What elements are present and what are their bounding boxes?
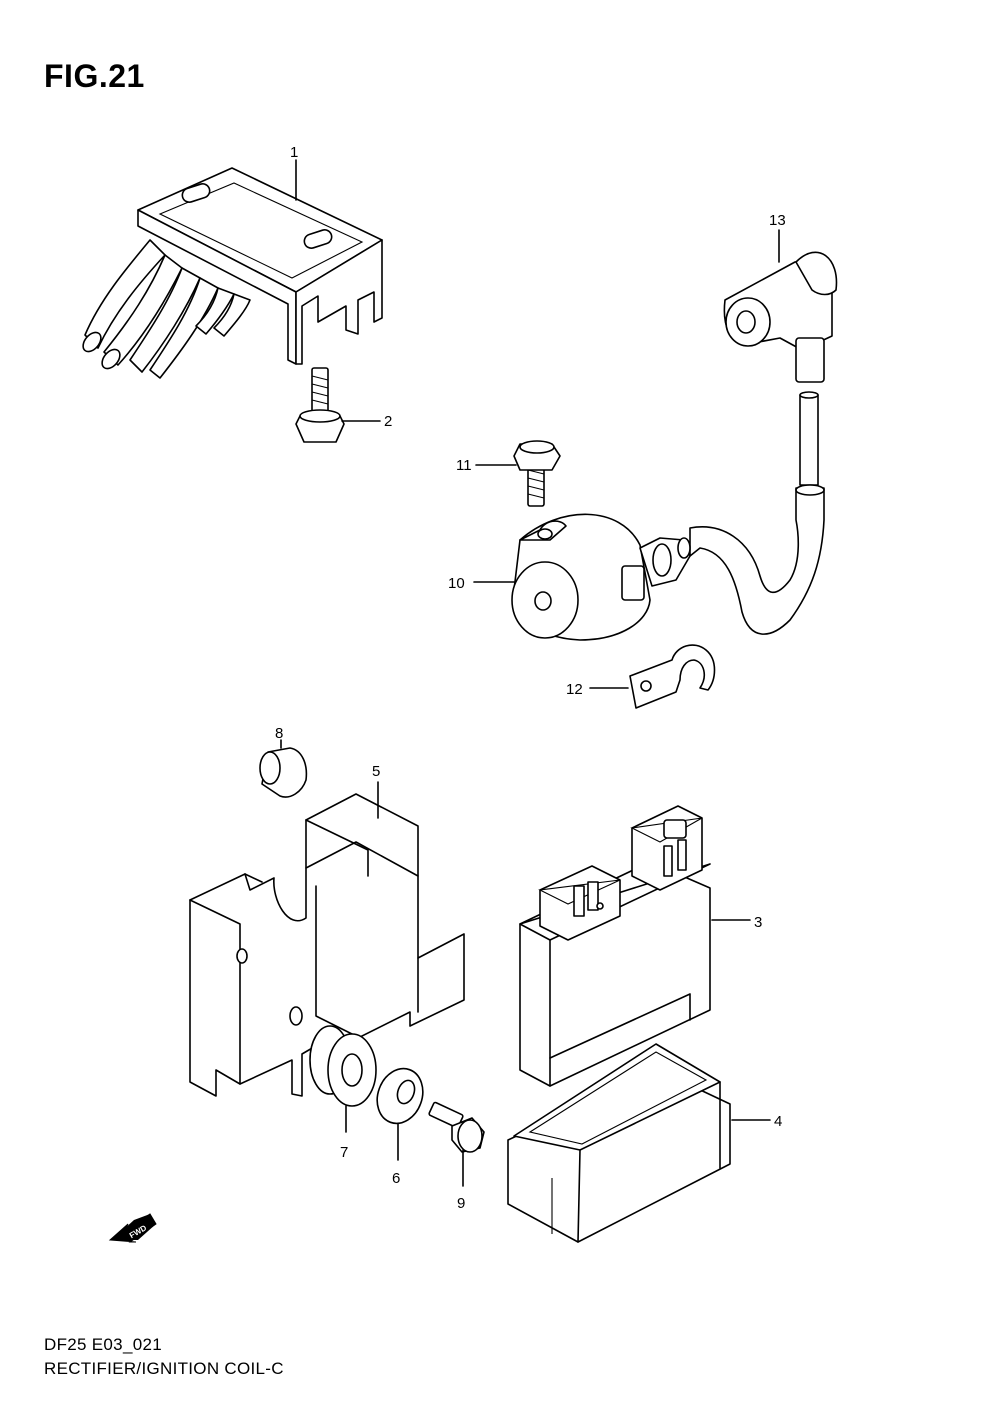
bracket-part-5 [189, 781, 465, 1097]
grommet-part-7 [309, 1025, 377, 1133]
callout-12: 12 [566, 681, 583, 698]
callout-7: 7 [340, 1144, 348, 1161]
callout-5: 5 [372, 763, 380, 780]
rectifier-part-1 [82, 159, 383, 379]
cdi-unit-part-3 [519, 805, 751, 1087]
ignition-coil-part-10 [473, 391, 825, 641]
callout-4: 4 [774, 1113, 782, 1130]
callout-11: 11 [456, 457, 472, 474]
callout-10: 10 [448, 575, 465, 592]
bolt-part-9 [428, 1101, 485, 1187]
callout-13: 13 [769, 212, 786, 229]
bolt-part-11 [475, 440, 561, 507]
footer-code: DF25 E03_021 [44, 1335, 162, 1354]
cap-part-8 [259, 739, 308, 798]
figure-title: FIG.21 [44, 58, 145, 94]
callout-9: 9 [457, 1195, 465, 1212]
callout-3: 3 [754, 914, 762, 931]
fwd-arrow-icon: FWD [108, 1213, 157, 1243]
callout-1: 1 [290, 144, 298, 161]
clamp-part-12 [589, 644, 716, 709]
callout-8: 8 [275, 725, 283, 742]
callout-2: 2 [384, 413, 392, 430]
plug-cap-part-13 [723, 229, 838, 383]
washer-part-6 [376, 1067, 424, 1161]
footer-name: RECTIFIER/IGNITION COIL-C [44, 1359, 284, 1378]
bolt-part-2 [295, 367, 381, 443]
cover-part-4 [507, 1043, 771, 1243]
callout-6: 6 [392, 1170, 400, 1187]
